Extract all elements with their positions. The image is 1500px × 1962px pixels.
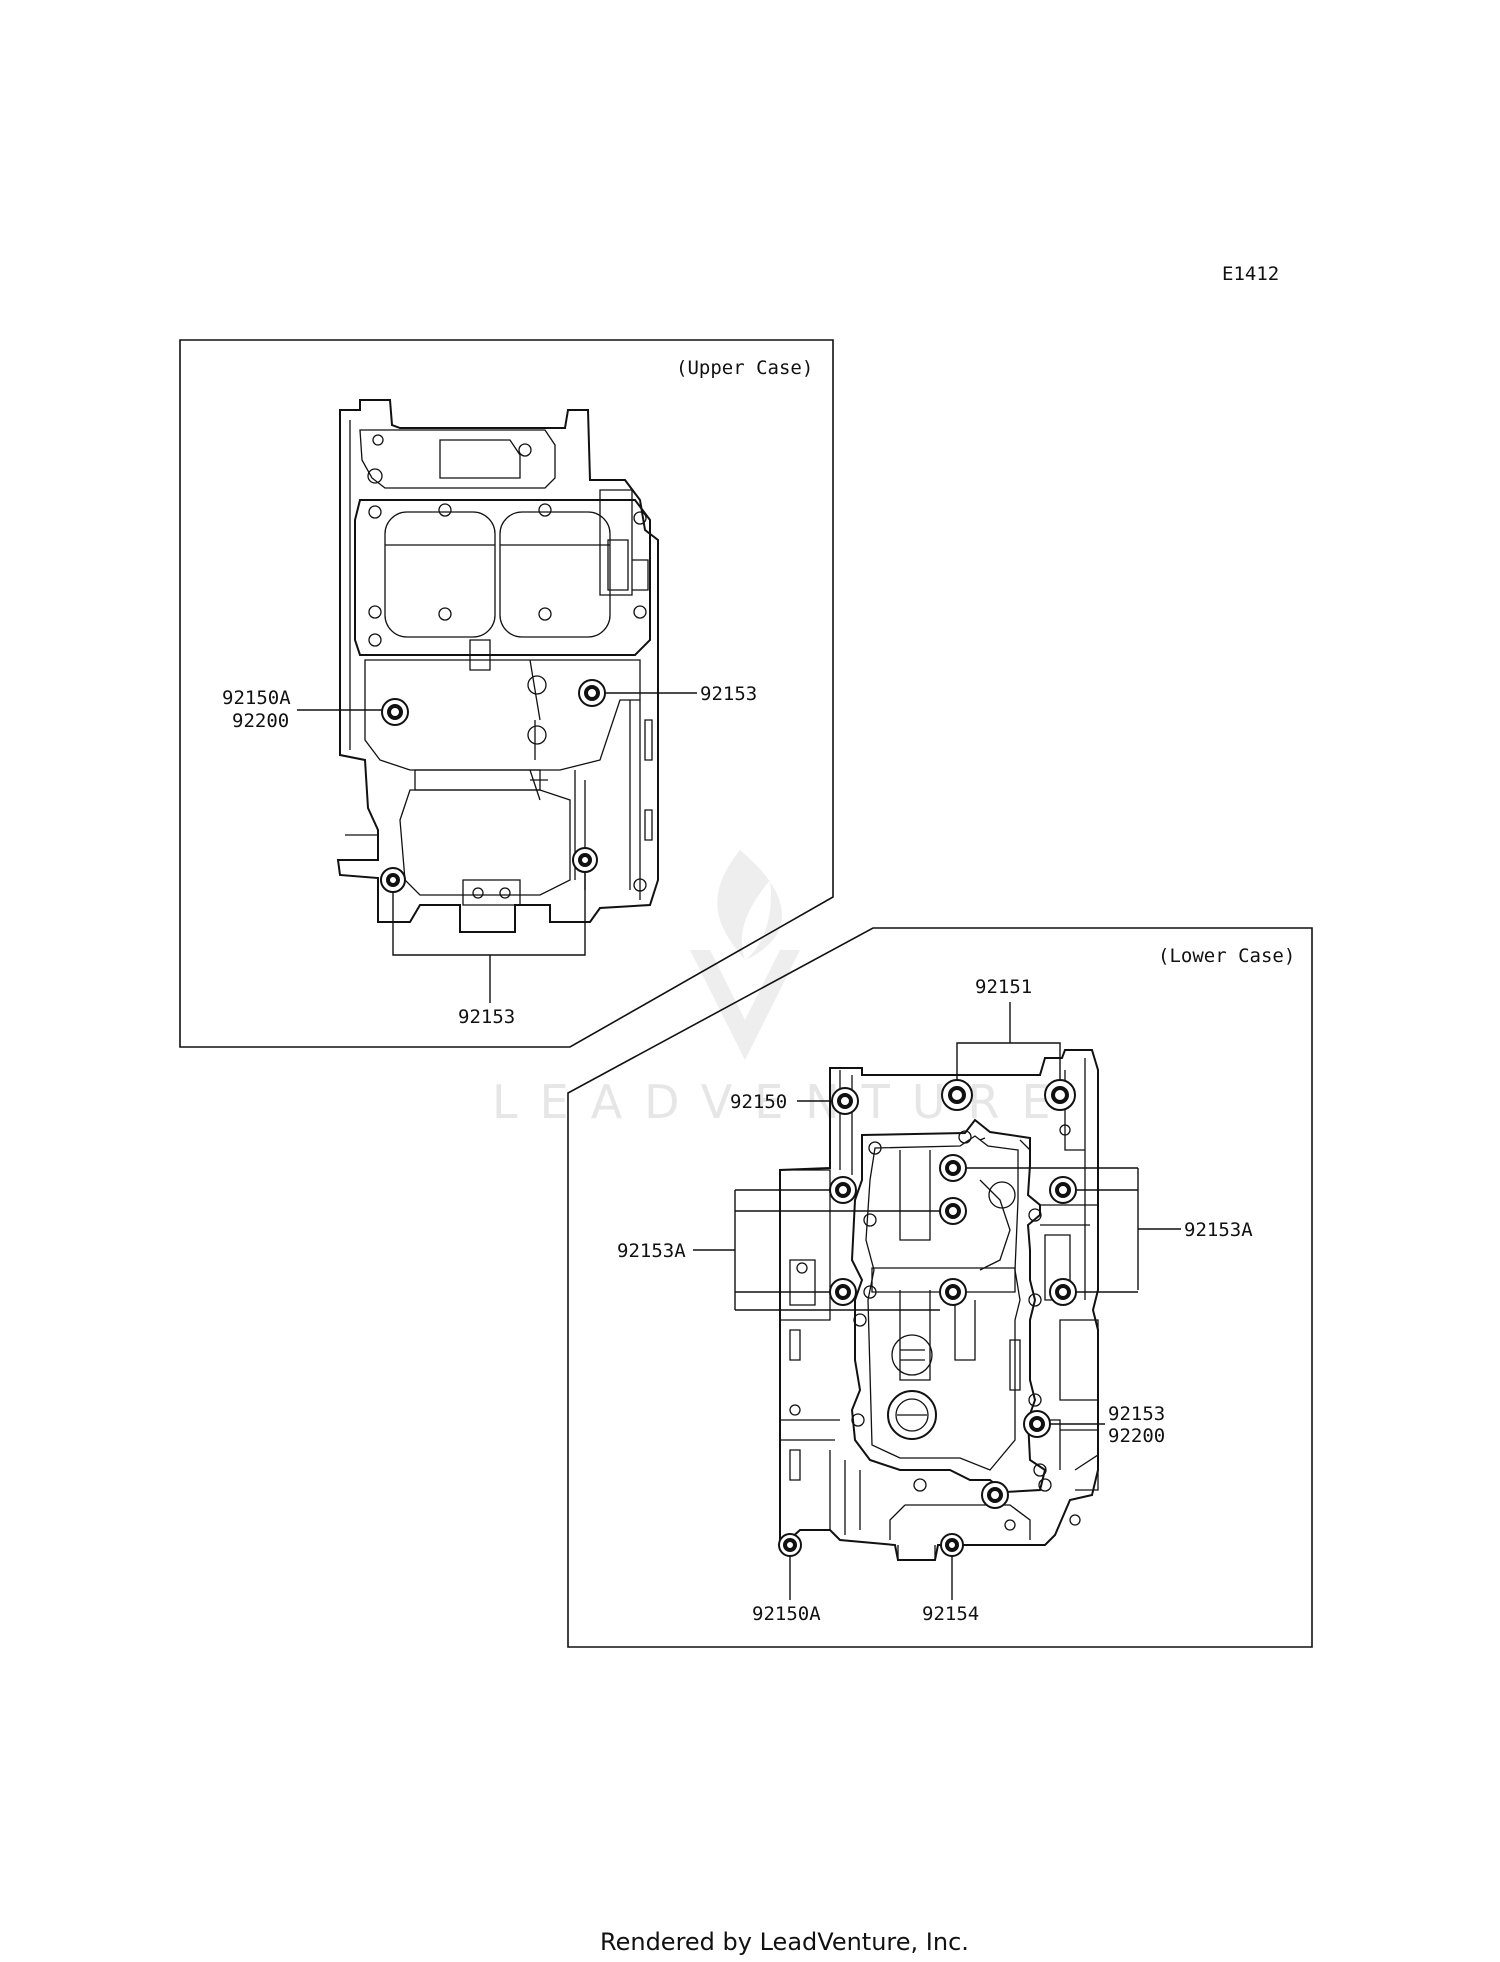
footer-credit: Rendered by LeadVenture, Inc. [600,1928,969,1956]
callout-92154: 92154 [922,1603,979,1625]
callout-92153-lower: 92153 [1108,1403,1165,1425]
bolt-92153-upper-right [578,679,606,707]
callout-92150-lower: 92150 [730,1091,787,1113]
callout-92200-upper: 92200 [232,710,289,732]
callout-92150a-lower: 92150A [752,1603,821,1625]
leader-92151 [956,1002,1061,1080]
bolt-92153a-2 [939,1154,967,1182]
lower-case-frame [567,927,1313,1648]
callout-92153-upper-right: 92153 [700,683,757,705]
bolt-92150a-92200-upper [381,698,409,726]
lower-case-panel: (Lower Case) [567,927,1313,1648]
leader-92153a-right [966,1167,1181,1293]
leader-92153a-left [693,1189,940,1311]
bolt-92151-left [941,1079,973,1111]
bolt-92153-upper-bottom-left [380,867,406,893]
callout-92200-lower: 92200 [1108,1425,1165,1447]
upper-case-frame [179,339,834,1048]
bolt-92150-lower [831,1087,859,1115]
upper-crankcase-drawing [336,399,659,933]
bolt-92150a-lower [778,1533,802,1557]
upper-case-title: (Upper Case) [676,357,813,379]
upper-case-panel: (Upper Case) [179,339,834,1048]
bolt-92154 [940,1533,964,1557]
lower-case-title: (Lower Case) [1158,945,1295,967]
bolt-92153a-5 [829,1278,857,1306]
bolt-92153a-3 [939,1197,967,1225]
callout-92153-upper-bottom: 92153 [458,1006,515,1028]
leader-92153-upper-bracket [392,872,586,1003]
bolt-92153a-1 [829,1176,857,1204]
callout-92151: 92151 [975,976,1032,998]
lower-crankcase-drawing [779,1049,1099,1561]
diagram-code: E1412 [1222,263,1279,285]
bolt-92151-right [1044,1079,1076,1111]
watermark-logo-icon [690,850,800,1060]
bolt-92153-upper-bottom-right [572,847,598,873]
callout-92150a-upper: 92150A [222,687,291,709]
bolt-92153a-4 [1049,1176,1077,1204]
bolt-92153a-6 [939,1278,967,1306]
bolt-unlabeled-lower [981,1481,1009,1509]
bolt-92153-92200-lower [1023,1410,1051,1438]
callout-92153a-right: 92153A [1184,1219,1253,1241]
callout-92153a-left: 92153A [617,1240,686,1262]
bolt-92153a-7 [1049,1278,1077,1306]
